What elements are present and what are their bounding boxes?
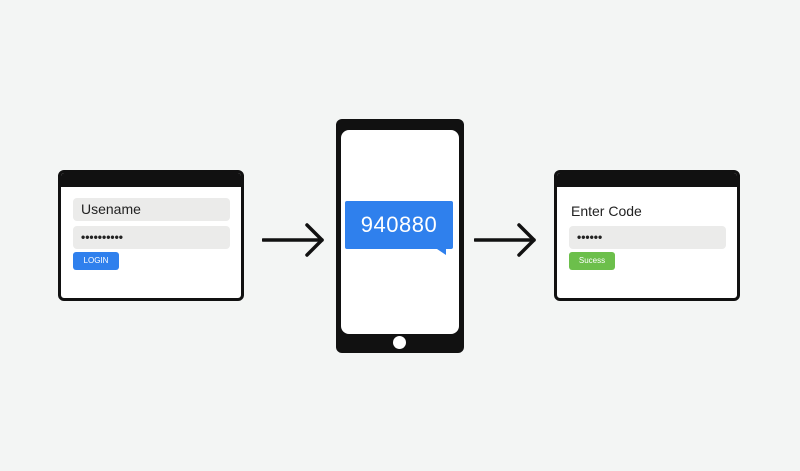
arrow-right-icon bbox=[262, 223, 324, 257]
enter-code-title: Enter Code bbox=[571, 203, 642, 219]
login-window-titlebar bbox=[61, 173, 241, 187]
code-input[interactable]: •••••• bbox=[569, 226, 726, 249]
username-input[interactable]: Usename bbox=[73, 198, 230, 221]
sms-bubble-tail bbox=[434, 247, 446, 255]
verify-code-window: Enter Code •••••• Sucess bbox=[554, 170, 740, 301]
login-button[interactable]: LOGIN bbox=[73, 252, 119, 270]
login-window: Usename •••••••••• LOGIN bbox=[58, 170, 244, 301]
phone-home-button bbox=[393, 336, 406, 349]
success-button[interactable]: Sucess bbox=[569, 252, 615, 270]
sms-code-bubble: 940880 bbox=[345, 201, 453, 249]
arrow-right-icon bbox=[474, 223, 536, 257]
verify-window-titlebar bbox=[557, 173, 737, 187]
password-input[interactable]: •••••••••• bbox=[73, 226, 230, 249]
